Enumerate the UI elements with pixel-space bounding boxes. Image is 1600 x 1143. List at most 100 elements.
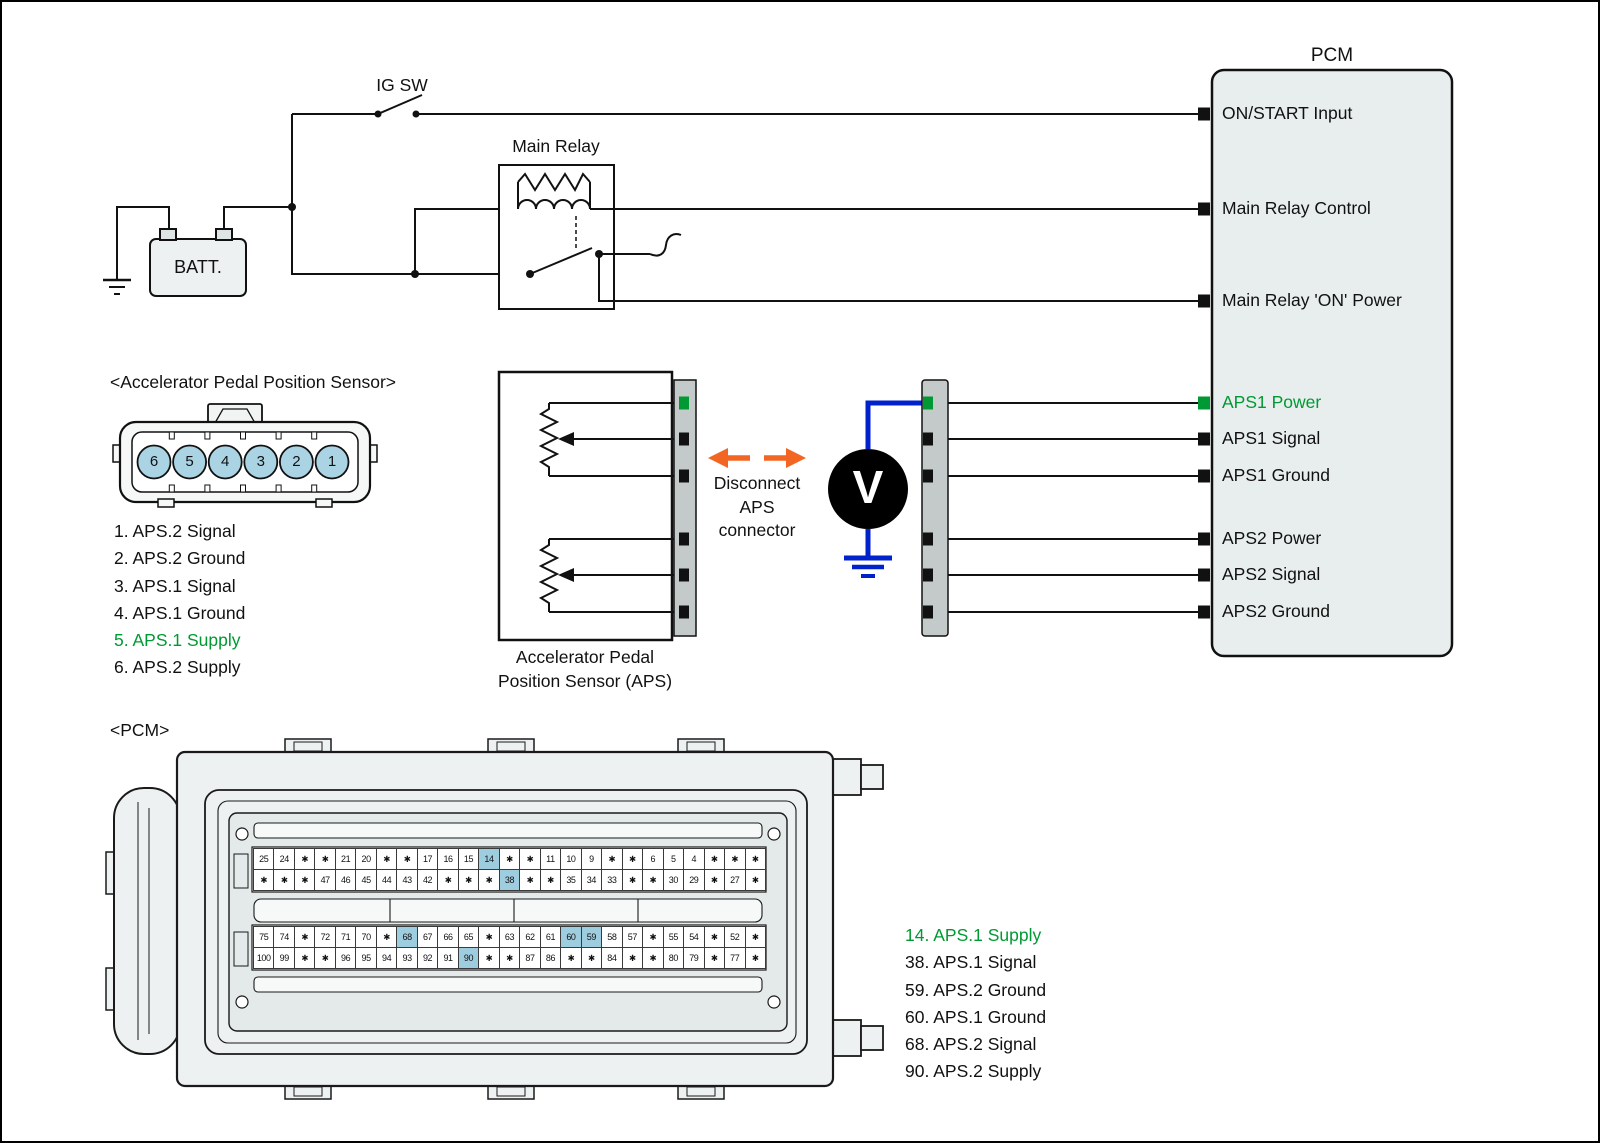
- pcm-pin-label-main-relay-ctrl: Main Relay Control: [1222, 198, 1371, 218]
- pcm-pin-cell-20: 20: [356, 849, 377, 870]
- pcm-pin-cell-58: 58: [602, 927, 623, 948]
- pcm-pin-cell-55: 55: [663, 927, 685, 948]
- pcm-pin-cell-blank: ✱: [581, 948, 603, 969]
- pcm-pin-cell-42: 42: [417, 870, 439, 891]
- main-relay-label: Main Relay: [512, 136, 600, 156]
- pcm-pin-cell-80: 80: [663, 948, 685, 969]
- aps-legend-item: 6. APS.2 Supply: [114, 657, 241, 678]
- pcm-legend-item: 60. APS.1 Ground: [905, 1006, 1047, 1027]
- pcm-pin-cell-blank: ✱: [725, 849, 746, 870]
- pcm-pin-cell-14: 14: [479, 849, 500, 870]
- pcm-pin-cell-77: 77: [725, 948, 746, 969]
- pcm-pin-cell-96: 96: [335, 948, 357, 969]
- aps-legend-item: 1. APS.2 Signal: [114, 521, 236, 541]
- aps-signal-wires: [948, 402, 1198, 613]
- disconnect-arrows-icon: [708, 448, 806, 468]
- pcm-pin-cell-blank: ✱: [745, 948, 766, 969]
- pcm-pin-cell-75: 75: [254, 927, 275, 948]
- battery-ground-symbol: [103, 206, 170, 295]
- pcm-pin-label-aps1-signal: APS1 Signal: [1222, 428, 1321, 448]
- pcm-pin-cell-67: 67: [417, 927, 439, 948]
- voltmeter-ground-symbol: [844, 555, 892, 578]
- pcm-pin-cell-65: 65: [458, 927, 480, 948]
- pcm-pin-cell-blank: ✱: [254, 870, 275, 891]
- pcm-pin-legend: 14. APS.1 Supply 38. APS.1 Signal 59. AP…: [905, 922, 1046, 1086]
- pcm-pin-cell-blank: ✱: [622, 870, 644, 891]
- pcm-pin-label-main-relay-pwr: Main Relay 'ON' Power: [1222, 290, 1402, 310]
- voltmeter-symbol: [828, 400, 923, 556]
- pcm-pin-cell-30: 30: [663, 870, 685, 891]
- disconnect-note-line1: Disconnect: [713, 473, 801, 493]
- aps-connector-drawing: [112, 403, 378, 508]
- pcm-pin-cell-33: 33: [602, 870, 623, 891]
- pcm-pin-cell-91: 91: [438, 948, 459, 969]
- harness-connector-strip: [921, 379, 949, 637]
- aps-legend-item: 4. APS.1 Ground: [114, 602, 246, 623]
- pcm-pin-cell-90: 90: [458, 948, 480, 969]
- pcm-legend-item: 59. APS.2 Ground: [905, 979, 1047, 1000]
- pcm-pin-cell-blank: ✱: [499, 948, 521, 969]
- pcm-pin-cell-blank: ✱: [458, 870, 480, 891]
- pcm-pin-label-aps2-power: APS2 Power: [1222, 528, 1322, 548]
- pcm-pin-label-on-start: ON/START Input: [1222, 103, 1353, 123]
- pcm-pin-cell-70: 70: [356, 927, 377, 948]
- pcm-pin-cell-24: 24: [274, 849, 295, 870]
- pcm-pin-cell-blank: ✱: [643, 927, 664, 948]
- aps-connector-header: <Accelerator Pedal Position Sensor>: [110, 372, 396, 392]
- pcm-pin-cell-blank: ✱: [520, 870, 541, 891]
- aps-box-caption-line1: Accelerator Pedal: [515, 647, 655, 667]
- pcm-box: [1210, 68, 1454, 658]
- battery-symbol: [149, 228, 247, 297]
- pcm-pin-cell-blank: ✱: [438, 870, 459, 891]
- pcm-pin-cell-62: 62: [520, 927, 541, 948]
- aps-pin-number-5: 5: [185, 453, 194, 470]
- pcm-pin-cell-52: 52: [725, 927, 746, 948]
- pcm-pin-cell-blank: ✱: [704, 849, 726, 870]
- pcm-pin-cell-blank: ✱: [602, 849, 623, 870]
- pcm-pin-cell-95: 95: [356, 948, 377, 969]
- pcm-pin-cell-5: 5: [663, 849, 685, 870]
- aps-legend-item: 2. APS.2 Ground: [114, 548, 246, 569]
- pcm-pin-cell-blank: ✱: [704, 927, 726, 948]
- pcm-pin-cell-54: 54: [684, 927, 705, 948]
- pcm-pin-cell-blank: ✱: [376, 927, 398, 948]
- pcm-connector-drawing: [105, 738, 884, 1100]
- pcm-pin-cell-34: 34: [581, 870, 603, 891]
- pcm-pin-cell-16: 16: [438, 849, 459, 870]
- aps-pin-number-1: 1: [327, 453, 337, 470]
- pcm-pin-cell-6: 6: [643, 849, 664, 870]
- pcm-pin-label-aps2-signal: APS2 Signal: [1222, 564, 1321, 584]
- pcm-pin-cell-blank: ✱: [294, 927, 316, 948]
- aps-pin-number-3: 3: [256, 453, 265, 470]
- pcm-connector-header: <PCM>: [110, 720, 170, 740]
- main-relay-symbol: [498, 164, 1198, 310]
- pcm-pin-label-aps1-ground: APS1 Ground: [1222, 465, 1330, 485]
- pcm-pin-cell-47: 47: [315, 870, 336, 891]
- pcm-pin-cell-74: 74: [274, 927, 295, 948]
- pcm-legend-item: 68. APS.2 Signal: [905, 1034, 1037, 1055]
- aps-box-caption-line2: Position Sensor (APS): [497, 670, 673, 691]
- pcm-pin-cell-blank: ✱: [520, 849, 541, 870]
- pcm-pin-cell-25: 25: [254, 849, 275, 870]
- pcm-pin-cell-blank: ✱: [622, 849, 644, 870]
- pcm-pin-cell-59: 59: [581, 927, 603, 948]
- pcm-pin-cell-68: 68: [397, 927, 418, 948]
- pcm-pin-cell-71: 71: [335, 927, 357, 948]
- pcm-pin-cell-17: 17: [417, 849, 439, 870]
- pcm-pin-cell-27: 27: [725, 870, 746, 891]
- ig-sw-label: IG SW: [376, 75, 428, 95]
- pcm-pin-cell-blank: ✱: [622, 948, 644, 969]
- pcm-pin-cell-79: 79: [684, 948, 705, 969]
- pcm-legend-item: 14. APS.1 Supply: [905, 925, 1042, 945]
- disconnect-note-line3: connector: [718, 520, 796, 540]
- pcm-pin-cell-blank: ✱: [540, 870, 562, 891]
- pcm-pin-cell-blank: ✱: [315, 948, 336, 969]
- pcm-pin-cell-blank: ✱: [274, 870, 295, 891]
- pcm-pin-cell-66: 66: [438, 927, 459, 948]
- pcm-pin-cell-11: 11: [540, 849, 562, 870]
- aps-pin-legend: 1. APS.2 Signal 2. APS.2 Ground 3. APS.1…: [114, 518, 245, 682]
- aps-legend-item: 3. APS.1 Signal: [114, 575, 236, 596]
